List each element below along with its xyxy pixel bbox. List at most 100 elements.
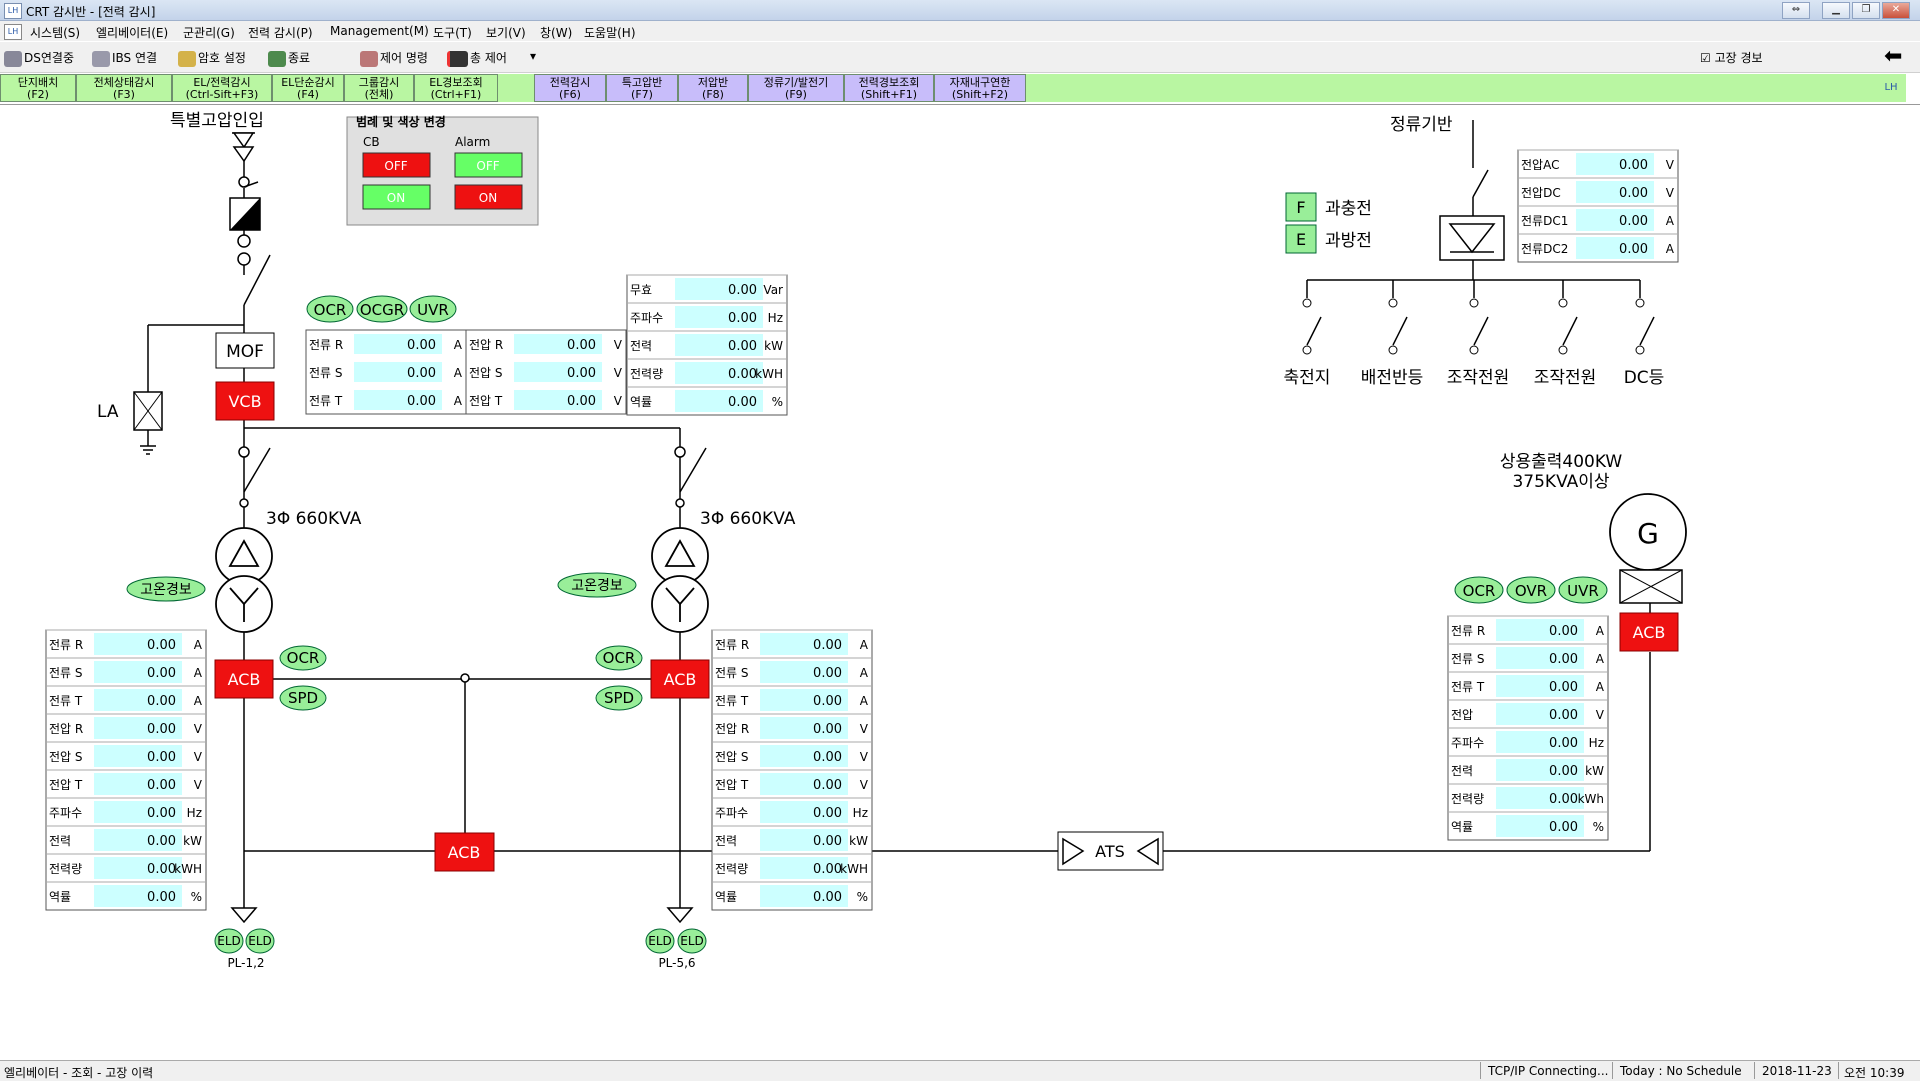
- close-button[interactable]: ✕: [1882, 2, 1910, 19]
- ds-connect-button[interactable]: DS연결중: [4, 49, 74, 67]
- menu-group[interactable]: 군관리(G): [183, 26, 235, 40]
- cell-unit: A: [860, 666, 869, 680]
- cell-value: 0.00: [567, 366, 596, 381]
- transformer1-icon: [215, 527, 273, 633]
- tab-el-alarm[interactable]: EL경보조회 (Ctrl+F1): [414, 74, 498, 102]
- tab-power-monitor[interactable]: 전력감시 (F6): [534, 74, 606, 102]
- value-cell: [1576, 153, 1654, 175]
- minimize-button[interactable]: ▁: [1822, 2, 1850, 19]
- cell-value: 0.00: [1549, 820, 1578, 835]
- spd-indicator: SPD: [595, 685, 643, 711]
- cell-value: 0.00: [813, 722, 842, 737]
- cell-label: 전류 R: [1451, 624, 1485, 638]
- tab-overall-status[interactable]: 전체상태감시 (F3): [76, 74, 172, 102]
- vcb-breaker[interactable]: VCB: [215, 381, 275, 421]
- value-cell: [94, 801, 182, 823]
- value-cell: [1576, 181, 1654, 203]
- app-logo-icon: LH: [4, 3, 22, 19]
- alarm-checkbox[interactable]: ☑ 고장 경보: [1700, 51, 1763, 65]
- cell-unit: kWH: [174, 862, 202, 876]
- alarm-on-legend-button[interactable]: ON: [454, 184, 523, 210]
- cb-on-legend-button[interactable]: ON: [362, 184, 431, 210]
- tab-rectifier-gen[interactable]: 정류기/발전기 (F9): [748, 74, 844, 102]
- menu-system[interactable]: 시스템(S): [30, 26, 81, 40]
- rectifier-label: 정류기반: [1390, 115, 1453, 135]
- menu-view[interactable]: 보기(V): [486, 26, 526, 40]
- cell-label: 전류 R: [49, 638, 83, 652]
- tab-power-alarm[interactable]: 전력경보조회 (Shift+F1): [844, 74, 934, 102]
- switch-blade: [1473, 316, 1489, 346]
- cell-unit: Hz: [853, 806, 868, 820]
- switch-blade: [1306, 316, 1322, 346]
- cell-value: 0.00: [1549, 652, 1578, 667]
- alarm-off-legend-button[interactable]: OFF: [454, 152, 523, 178]
- switch-blade: [1562, 316, 1578, 346]
- acb-breaker-1[interactable]: ACB: [214, 659, 274, 699]
- menu-tools[interactable]: 도구(T): [433, 26, 472, 40]
- cell-label: 전압 S: [49, 750, 83, 764]
- acb-tie-breaker[interactable]: ACB: [434, 832, 495, 872]
- maximize-button[interactable]: ❐: [1852, 2, 1880, 19]
- tab-el-power[interactable]: EL/전력감시 (Ctrl-Sift+F3): [172, 74, 272, 102]
- cell-value: 0.00: [813, 750, 842, 765]
- menu-help[interactable]: 도움말(H): [584, 26, 636, 40]
- back-arrow-icon[interactable]: ⬅: [1884, 44, 1903, 69]
- tab-group[interactable]: 그룹감시 (전체): [344, 74, 414, 102]
- cell-unit: %: [191, 890, 202, 904]
- menu-management[interactable]: Management(M): [330, 24, 429, 38]
- ocr-indicator: OCR: [1454, 576, 1504, 604]
- control-command-button[interactable]: 제어 명령: [360, 49, 428, 67]
- cell-label: 전압 S: [715, 750, 749, 764]
- svg-text:고온경보: 고온경보: [140, 582, 192, 598]
- cell-value: 0.00: [147, 834, 176, 849]
- title-bar: LH CRT 감시반 - [전력 감시] ⇔ ▁ ❐ ✕: [0, 0, 1920, 21]
- restore-size-icon[interactable]: ⇔: [1782, 2, 1810, 19]
- feeder-label: 배전반등: [1361, 368, 1424, 388]
- ats-switch[interactable]: ATS: [1057, 831, 1164, 871]
- cell-unit: A: [1666, 242, 1675, 256]
- cell-unit: A: [1596, 624, 1605, 638]
- exit-button[interactable]: 종료: [268, 49, 310, 67]
- tab-el-simple[interactable]: EL단순감시 (F4): [272, 74, 344, 102]
- tab-lv-panel[interactable]: 저압반 (F8): [678, 74, 748, 102]
- acb-breaker-2[interactable]: ACB: [650, 659, 710, 699]
- cell-label: 주파수: [1451, 736, 1484, 750]
- cell-label: 전류 T: [715, 694, 749, 708]
- value-cell: [675, 390, 763, 412]
- menu-elevator[interactable]: 엘리베이터(E): [96, 26, 169, 40]
- cell-value: 0.00: [147, 890, 176, 905]
- svg-text:ON: ON: [479, 191, 497, 205]
- cell-value: 0.00: [1619, 158, 1648, 173]
- password-button[interactable]: 암호 설정: [178, 49, 246, 67]
- feeder-label: DC등: [1624, 368, 1665, 388]
- eld-indicator: ELD: [245, 928, 275, 954]
- svg-text:Alarm: Alarm: [455, 135, 490, 149]
- svg-text:ELD: ELD: [648, 934, 672, 948]
- acb-generator-breaker[interactable]: ACB: [1619, 612, 1679, 652]
- menu-power[interactable]: 전력 감시(P): [248, 26, 313, 40]
- value-cell: [675, 306, 763, 328]
- menu-window[interactable]: 창(W): [540, 26, 573, 40]
- tab-material-life[interactable]: 자재내구연한 (Shift+F2): [934, 74, 1026, 102]
- tab-hv-panel[interactable]: 특고압반 (F7): [606, 74, 678, 102]
- all-control-button[interactable]: 총 제어: [447, 49, 507, 67]
- checkbox-icon[interactable]: ☑: [1700, 51, 1711, 65]
- cb-off-legend-button[interactable]: OFF: [362, 152, 431, 178]
- switch-contact: [1302, 298, 1312, 308]
- switch-contact: [1558, 345, 1568, 355]
- tab-complex-layout[interactable]: 단지배치 (F2): [0, 74, 76, 102]
- cell-unit: V: [1666, 186, 1675, 200]
- ibs-connect-button[interactable]: IBS 연결: [92, 49, 157, 67]
- dropdown-arrow-icon[interactable]: ▾: [530, 49, 537, 63]
- value-cell: [94, 885, 182, 907]
- system-menu-icon[interactable]: LH: [4, 24, 22, 40]
